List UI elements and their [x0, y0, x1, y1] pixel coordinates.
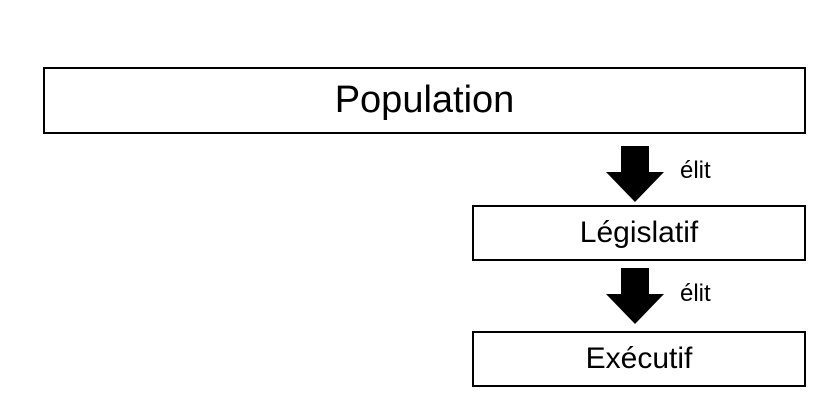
- edge-label-elit-2: élit: [680, 280, 711, 307]
- edge-label-elit-1: élit: [680, 157, 711, 184]
- node-legislatif: Législatif: [472, 205, 806, 261]
- node-population: Population: [43, 67, 806, 134]
- node-executif: Exécutif: [472, 331, 806, 387]
- down-arrow-icon: [606, 268, 664, 324]
- down-arrow-icon: [606, 146, 664, 202]
